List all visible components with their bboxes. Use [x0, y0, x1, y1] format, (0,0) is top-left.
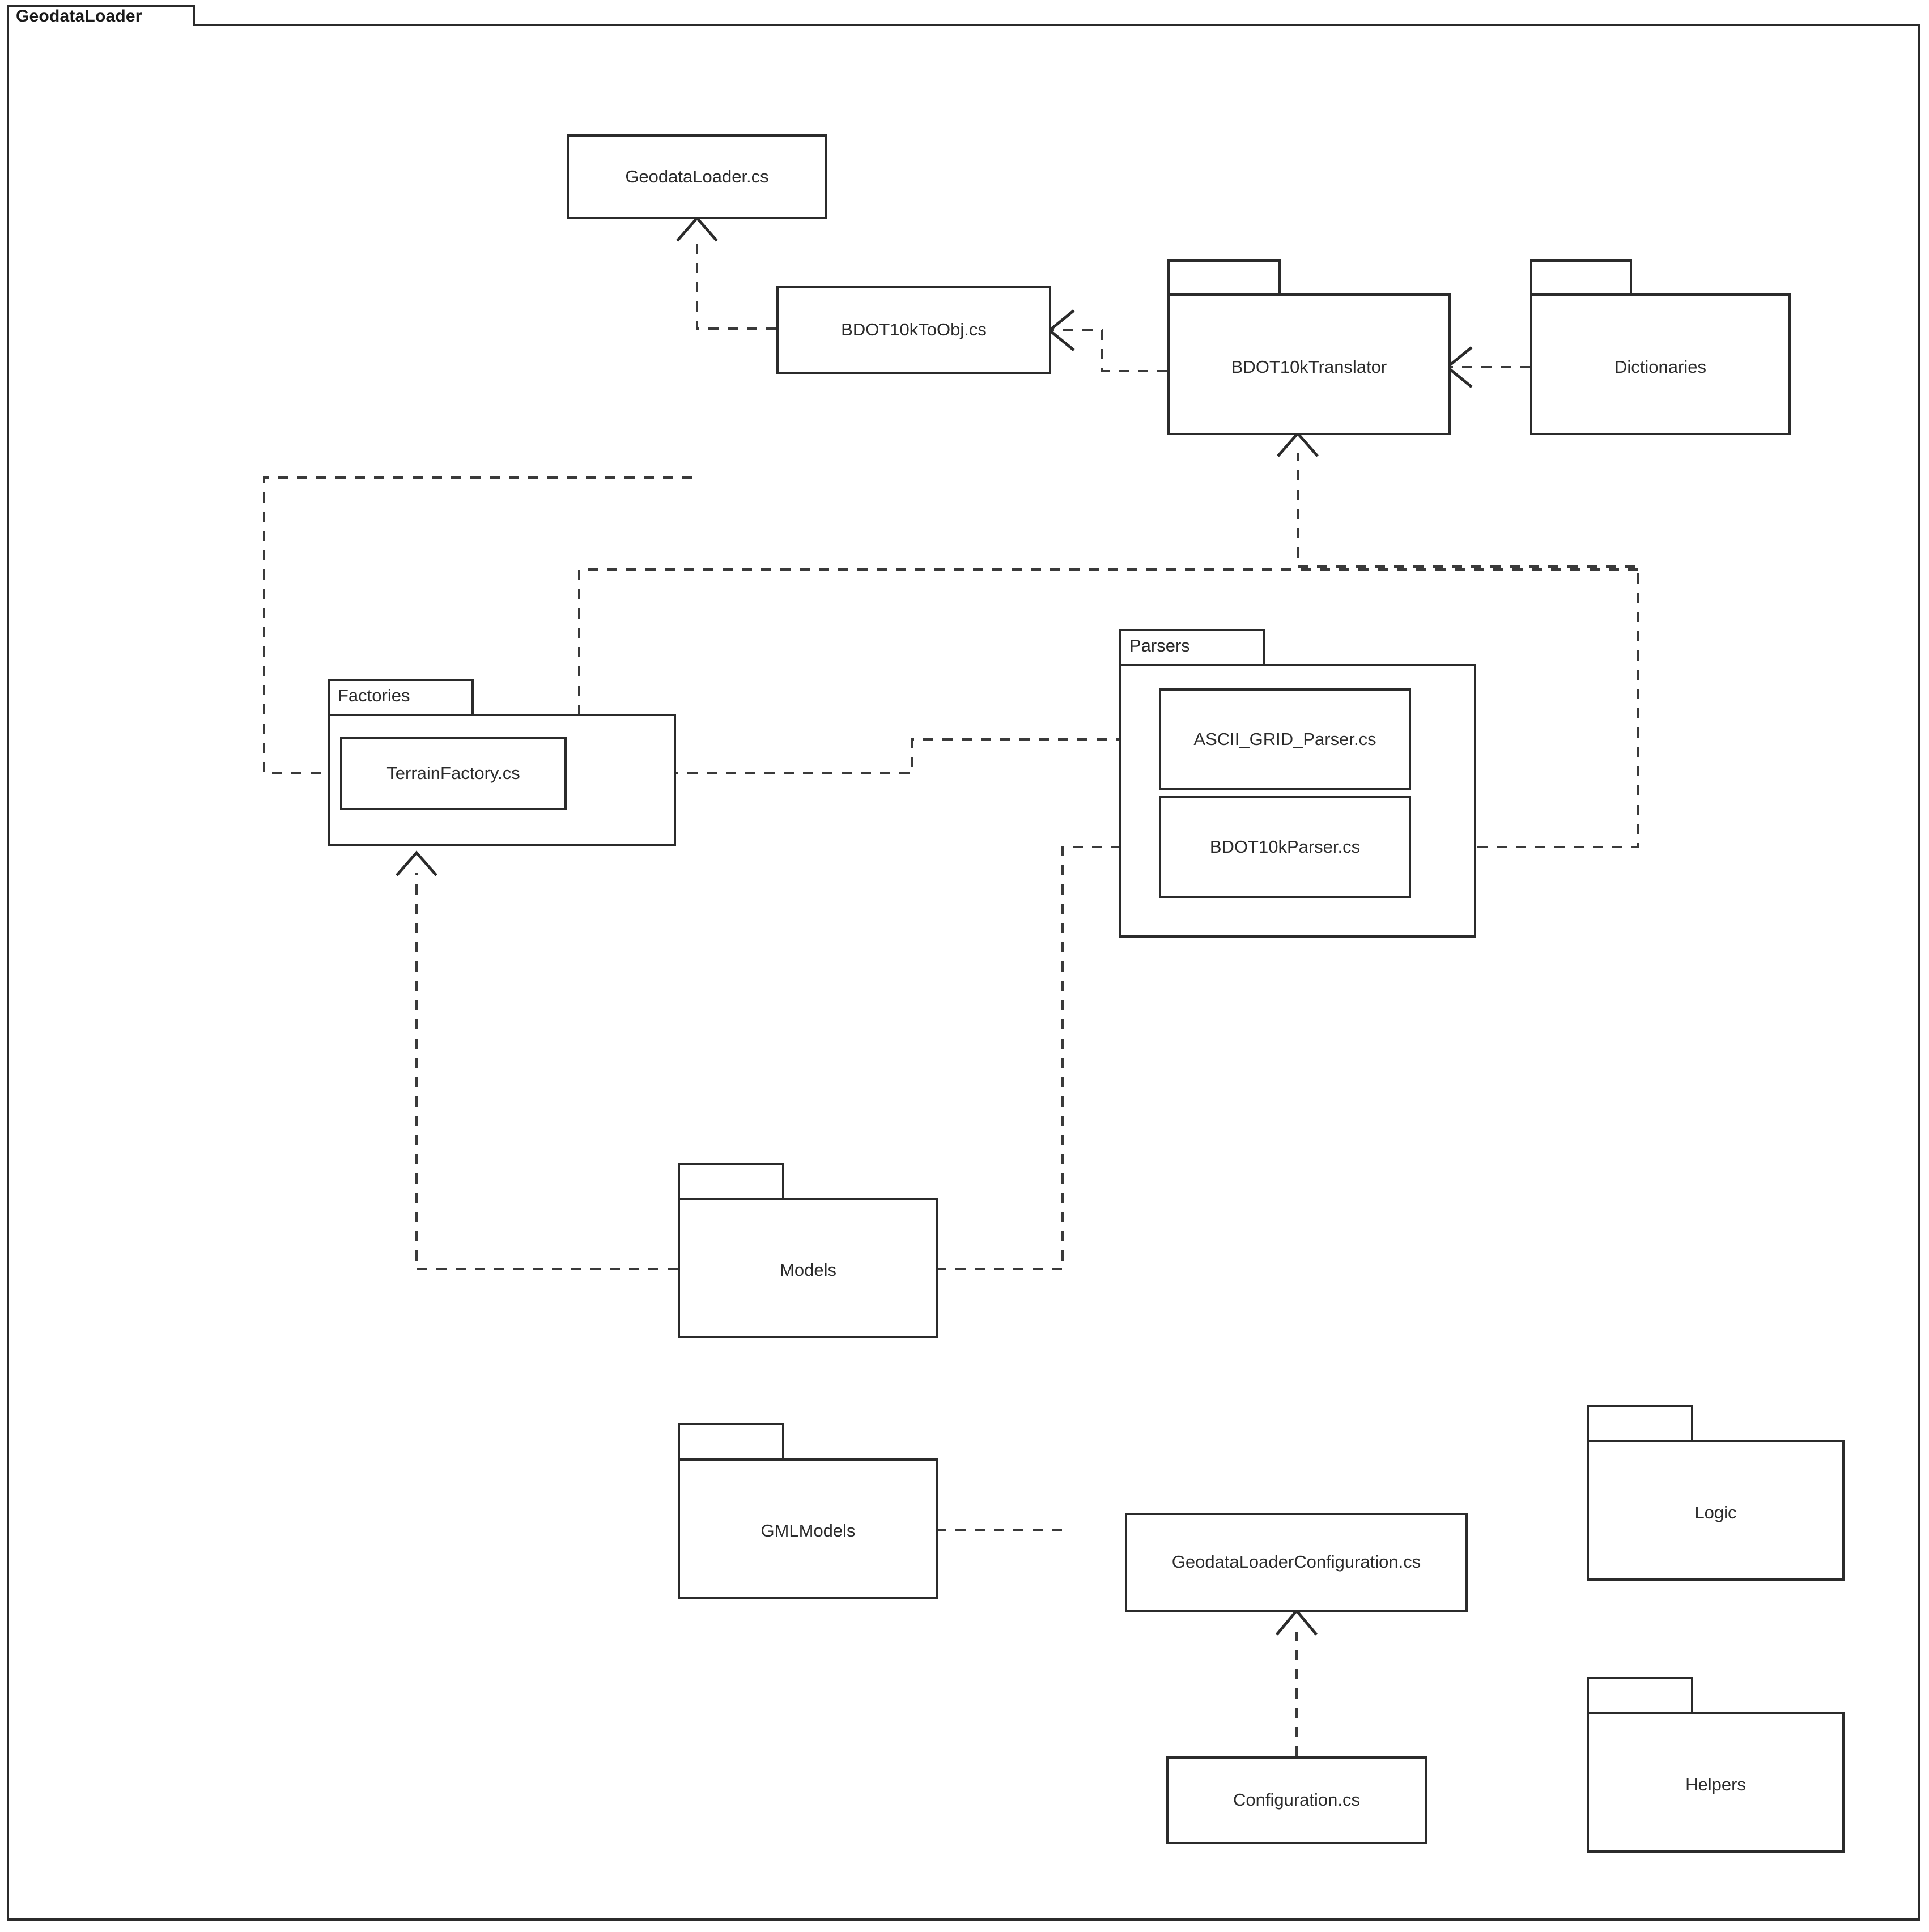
node-geodataloader-cs[interactable]: GeodataLoader.cs [567, 134, 827, 219]
package-gmlmodels[interactable]: GMLModels [678, 1423, 938, 1599]
package-tab [678, 1163, 784, 1200]
package-tab [678, 1423, 784, 1461]
node-label: TerrainFactory.cs [386, 763, 520, 783]
package-label: BDOT10kTranslator [1231, 357, 1387, 377]
package-tab [1167, 259, 1281, 296]
package-dictionaries[interactable]: Dictionaries [1530, 259, 1791, 435]
package-logic[interactable]: Logic [1587, 1405, 1845, 1581]
package-body [1167, 293, 1451, 435]
node-label: BDOT10kToObj.cs [841, 320, 987, 340]
package-label: Models [780, 1260, 836, 1280]
package-tab [1530, 259, 1632, 296]
package-body [1587, 1440, 1845, 1581]
package-label: Dictionaries [1614, 357, 1706, 377]
package-label: Factories [338, 686, 410, 705]
package-helpers[interactable]: Helpers [1587, 1677, 1845, 1853]
node-ascii-grid-parser-cs[interactable]: ASCII_GRID_Parser.cs [1159, 688, 1411, 790]
node-label: GeodataLoader.cs [625, 166, 769, 186]
package-tab [1587, 1677, 1693, 1714]
node-bdot10kparser-cs[interactable]: BDOT10kParser.cs [1159, 796, 1411, 898]
node-label: Configuration.cs [1233, 1790, 1360, 1810]
package-label: Logic [1694, 1503, 1737, 1522]
package-body [678, 1198, 938, 1338]
package-body [1530, 293, 1791, 435]
package-body [678, 1458, 938, 1599]
package-models[interactable]: Models [678, 1163, 938, 1338]
package-tab [1587, 1405, 1693, 1442]
root-package-frame [7, 24, 1920, 1921]
node-geodataloaderconfiguration-cs[interactable]: GeodataLoaderConfiguration.cs [1125, 1513, 1468, 1612]
node-label: GeodataLoaderConfiguration.cs [1171, 1552, 1421, 1572]
package-bdot10ktranslator[interactable]: BDOT10kTranslator [1167, 259, 1451, 435]
node-label: BDOT10kParser.cs [1209, 836, 1361, 857]
root-package-title: GeodataLoader [16, 7, 142, 25]
node-bdot10ktoobj-cs[interactable]: BDOT10kToObj.cs [776, 286, 1051, 374]
package-label: Helpers [1685, 1774, 1746, 1794]
package-body [1587, 1712, 1845, 1853]
node-terrainfactory-cs[interactable]: TerrainFactory.cs [340, 737, 567, 810]
package-label: GMLModels [760, 1521, 856, 1541]
root-package-tab [7, 5, 195, 26]
node-label: ASCII_GRID_Parser.cs [1193, 729, 1376, 749]
package-tab [328, 679, 474, 716]
node-configuration-cs[interactable]: Configuration.cs [1166, 1756, 1427, 1844]
package-label: Parsers [1129, 636, 1190, 656]
package-tab [1119, 629, 1265, 666]
